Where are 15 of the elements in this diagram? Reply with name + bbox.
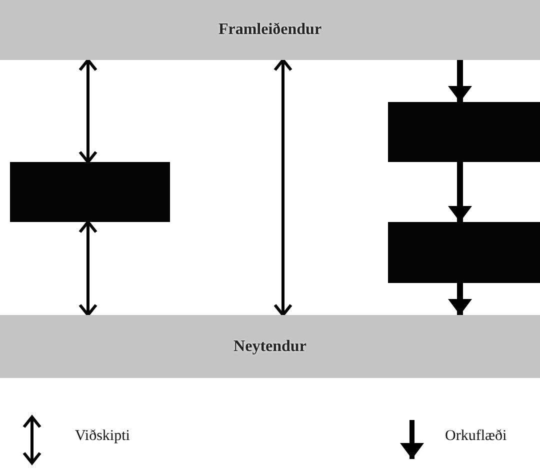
- filled-box: [388, 102, 540, 162]
- arrow: [78, 58, 98, 164]
- band-label: Neytendur: [234, 338, 306, 356]
- band-label: Framleiðendur: [218, 21, 322, 39]
- arrow: [448, 283, 472, 315]
- arrow: [78, 220, 98, 316]
- legend-label: Viðskipti: [75, 428, 130, 445]
- filled-box: [388, 222, 540, 283]
- group-band: [0, 315, 540, 378]
- group-band: [0, 0, 540, 60]
- arrow: [448, 162, 472, 222]
- legend-label: Orkuflæði: [445, 428, 507, 445]
- arrow: [274, 58, 292, 316]
- arrow: [448, 60, 472, 102]
- filled-box: [10, 162, 170, 222]
